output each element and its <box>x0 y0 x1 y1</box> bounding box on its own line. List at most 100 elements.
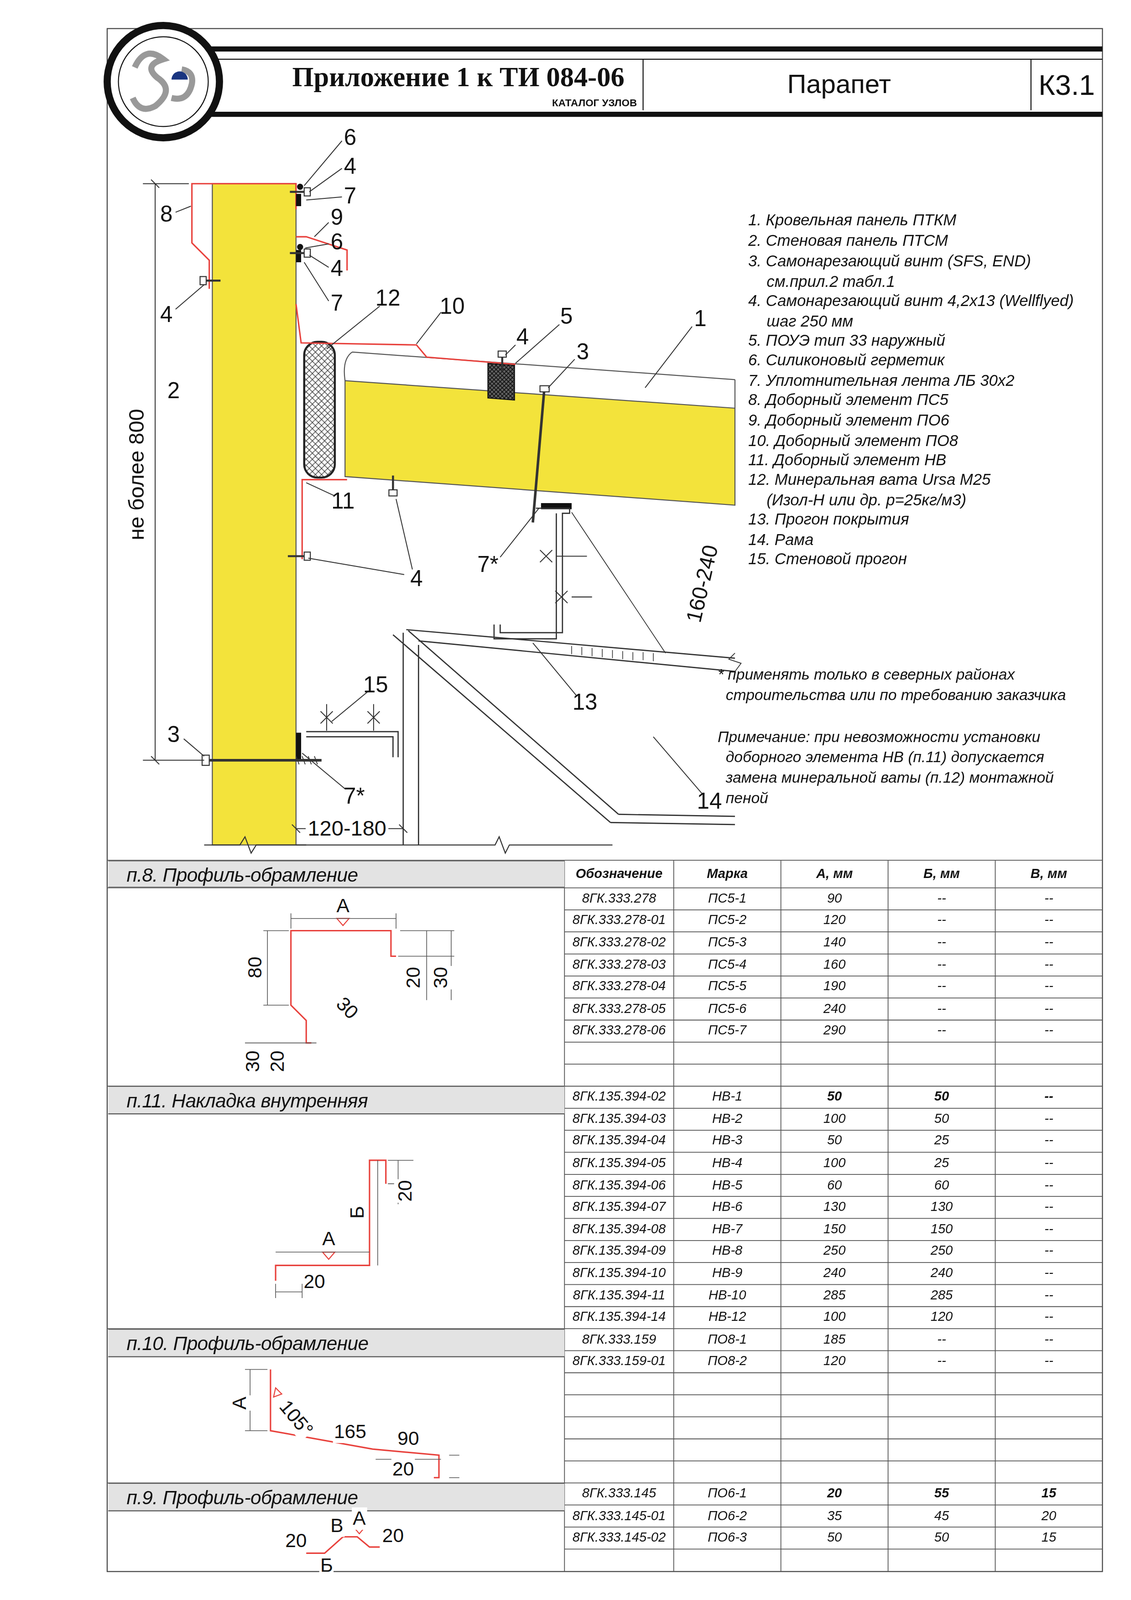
table-cell: НВ-4 <box>712 1156 743 1172</box>
callout-number: 4 <box>343 153 357 180</box>
frame <box>392 629 741 845</box>
legend-item: 14. Рама <box>748 529 814 550</box>
screws <box>209 759 322 762</box>
sketch-dimensions <box>244 913 455 1043</box>
table-cell: НВ-2 <box>712 1111 743 1127</box>
table-cell: 8ГК.135.394-07 <box>572 1200 666 1216</box>
table-cell: 8ГК.333.278-03 <box>572 957 666 973</box>
table-cell: 8ГК.333.159-01 <box>572 1354 666 1370</box>
title-block <box>163 46 1103 52</box>
table-cell: 285 <box>823 1288 846 1304</box>
table-cell: 50 <box>934 1530 949 1546</box>
sealant-tape <box>297 244 303 251</box>
sketch-dimension: В <box>329 1514 345 1538</box>
frame <box>392 630 619 824</box>
legend-item: 7. Уплотнительная лента ЛБ 30х2 <box>748 370 1015 391</box>
table-cell: 8ГК.333.159 <box>582 1332 657 1348</box>
profile-sketches <box>291 931 397 1044</box>
legend-item: 9. Доборный элемент ПО6 <box>748 410 950 431</box>
table-cell: -- <box>937 1023 946 1039</box>
table-cell: 8ГК.333.278 <box>582 891 657 907</box>
table-cell: ПО8-2 <box>707 1354 747 1370</box>
table-cell: 240 <box>823 1001 846 1017</box>
callout-number: 14 <box>697 788 723 815</box>
table-cell: -- <box>1044 1310 1053 1326</box>
title-block <box>132 53 167 110</box>
screws <box>304 552 311 561</box>
table-cell: 20 <box>1041 1508 1057 1524</box>
wall-purlin <box>306 731 398 758</box>
table-cell: -- <box>1044 1134 1053 1150</box>
table-cell: -- <box>1044 1156 1053 1172</box>
table-cell: 250 <box>823 1244 846 1260</box>
callout-number: 2 <box>167 378 180 405</box>
sealant-tape <box>296 193 302 207</box>
table-cell: 50 <box>827 1530 842 1546</box>
sketch-dimension: 30 <box>241 1049 265 1074</box>
sketch-dimensions <box>275 1160 414 1299</box>
callout-number: 6 <box>330 229 344 256</box>
table-cell: -- <box>937 935 946 951</box>
callout-number: 9 <box>330 204 344 231</box>
table-cell: 120 <box>930 1310 954 1326</box>
table-cell: ПС5-6 <box>708 1001 747 1017</box>
table-cell: 240 <box>823 1266 846 1282</box>
table-cell: 8ГК.135.394-05 <box>572 1156 666 1172</box>
screws <box>388 489 397 496</box>
table-cell: 140 <box>823 935 846 951</box>
profile-sketches <box>275 1160 386 1282</box>
page-frame <box>107 28 1103 1573</box>
callout-number: 13 <box>572 689 598 716</box>
legend-item: 10. Доборный элемент ПО8 <box>748 430 959 451</box>
profile-sketches <box>270 918 439 1554</box>
title-block <box>118 36 209 127</box>
table-cell: 25 <box>934 1134 949 1150</box>
flashings <box>192 183 297 289</box>
table-grid <box>564 860 996 1572</box>
screws <box>540 385 550 392</box>
sketch-dimension: 20 <box>284 1530 308 1553</box>
page-frame <box>107 28 1103 1573</box>
sketch-dimension: 20 <box>402 966 425 991</box>
legend-item: 8. Доборный элемент ПС5 <box>748 390 949 411</box>
table-cell: 8ГК.333.278-06 <box>572 1023 666 1039</box>
table-cell: 8ГК.135.394-14 <box>572 1310 666 1326</box>
table-cell: -- <box>1044 979 1053 995</box>
sketch-dimensions <box>244 913 460 1478</box>
table-cell: -- <box>1044 1244 1053 1260</box>
callout-number: 12 <box>375 285 401 312</box>
table-cell: -- <box>1044 1288 1053 1304</box>
callout-number: 7 <box>343 182 357 209</box>
table-cell: 100 <box>823 1310 846 1326</box>
sheet-number-cell: К3.1 <box>1031 59 1103 111</box>
table-cell: 185 <box>823 1332 846 1348</box>
sketch-dimension: 105° <box>273 1395 318 1443</box>
wall-panel <box>212 183 296 846</box>
node-text: Приложение 1 к ТИ 084-06 <box>292 61 625 94</box>
title-block <box>107 25 220 138</box>
sketch-dimension: 165 <box>333 1421 368 1444</box>
table-cell: 160 <box>823 957 846 973</box>
sketch-dimension: А <box>351 1507 367 1531</box>
callout-number: 6 <box>343 125 357 152</box>
frame <box>403 632 419 845</box>
table-cell: 60 <box>827 1177 842 1194</box>
screws <box>532 391 545 523</box>
table-cell: 130 <box>930 1200 954 1216</box>
table-cell: 8ГК.135.394-08 <box>572 1222 666 1238</box>
table-cell: 90 <box>827 891 842 907</box>
table-cell: НВ-9 <box>712 1266 743 1282</box>
screws <box>200 276 207 285</box>
flashings <box>192 183 516 560</box>
table-cell: ПС5-1 <box>708 891 747 907</box>
table-cell: 150 <box>930 1222 954 1238</box>
note: * применять только в северных районах ст… <box>717 664 1075 706</box>
table-cell: -- <box>937 913 946 929</box>
table-cell: НВ-8 <box>712 1244 743 1260</box>
table-cell: ПС5-4 <box>708 957 747 973</box>
table-cell: 50 <box>934 1089 949 1105</box>
leader-lines <box>175 140 703 795</box>
legend-item: 6. Силиконовый герметик <box>748 349 945 371</box>
table-cell: 8ГК.333.145 <box>582 1486 657 1502</box>
node-text: п.8. Профиль-обрамление <box>126 864 358 887</box>
